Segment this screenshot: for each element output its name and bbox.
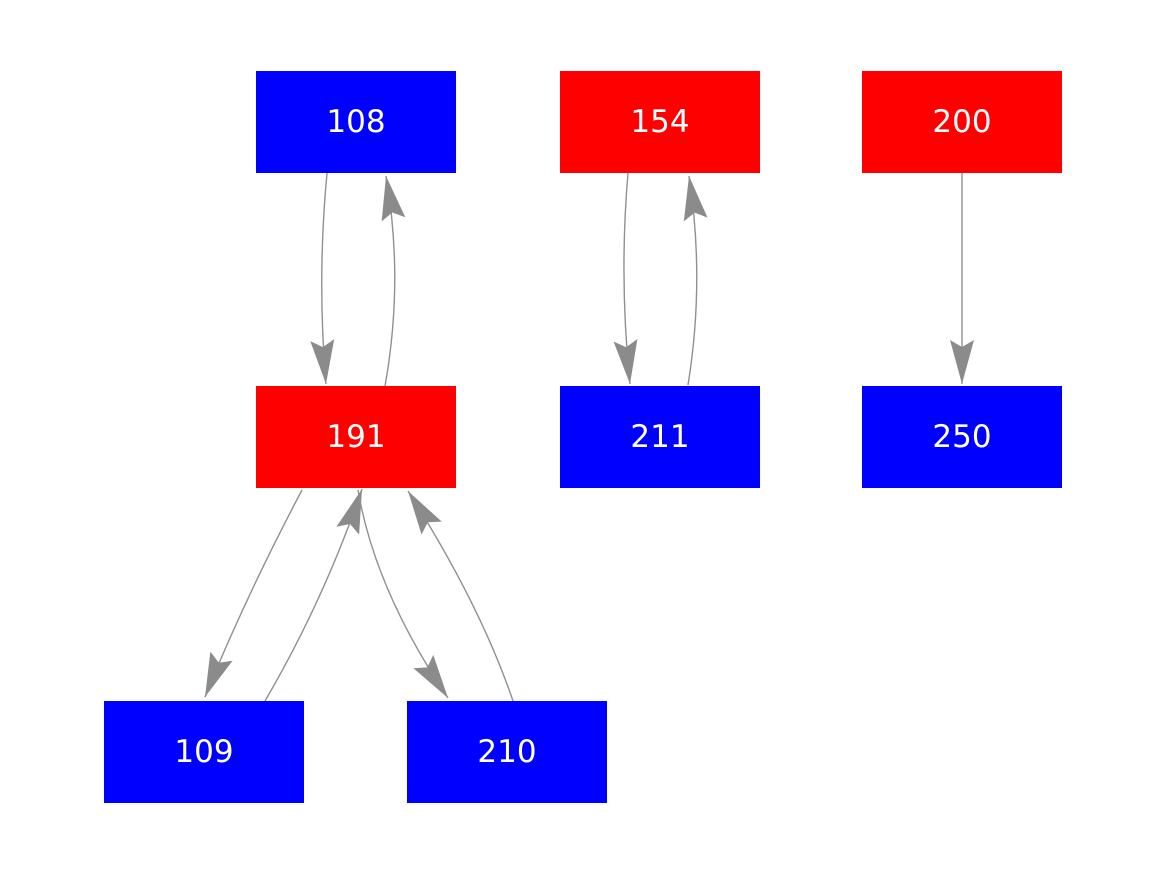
- node-label-154: 154: [630, 104, 689, 140]
- graph-node-191: [256, 386, 456, 488]
- graph-node-250: [862, 386, 1062, 488]
- node-label-211: 211: [630, 419, 689, 455]
- edge-211-154: [683, 175, 708, 386]
- nodes-layer: 108 154 200 191 211 250 109 210: [104, 71, 1062, 803]
- graph-node-108: [256, 71, 456, 173]
- edge-191-109: [204, 489, 303, 698]
- node-label-210: 210: [477, 734, 536, 770]
- edge-109-191: [264, 488, 363, 702]
- edge-210-191: [407, 490, 514, 702]
- node-label-191: 191: [326, 419, 385, 455]
- node-label-108: 108: [326, 104, 385, 140]
- edge-154-211: [613, 172, 638, 385]
- edge-191-210: [357, 489, 449, 699]
- graph-node-200: [862, 71, 1062, 173]
- node-label-200: 200: [932, 104, 991, 140]
- graph-node-154: [560, 71, 760, 173]
- graph-node-109: [104, 701, 304, 803]
- graph-node-210: [407, 701, 607, 803]
- edge-191-108: [381, 175, 406, 387]
- edge-108-191: [310, 172, 335, 385]
- node-label-109: 109: [174, 734, 233, 770]
- edges-layer: [204, 172, 974, 702]
- node-label-250: 250: [932, 419, 991, 455]
- graph-node-211: [560, 386, 760, 488]
